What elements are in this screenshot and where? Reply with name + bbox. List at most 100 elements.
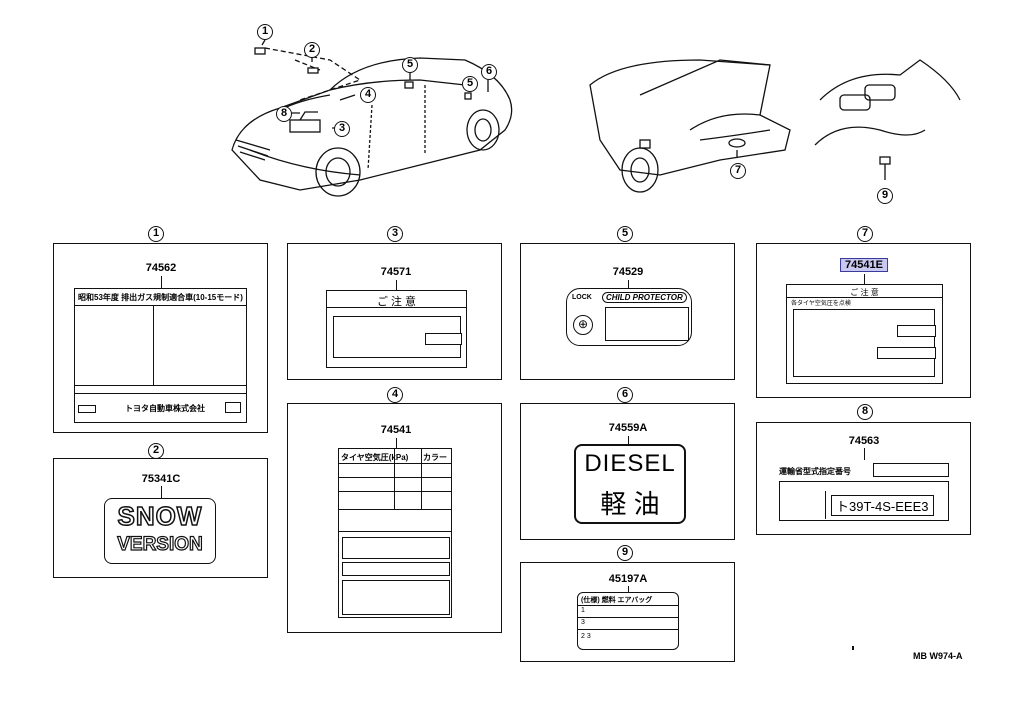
box-right [225,402,241,413]
text-block [793,309,935,377]
diesel-text: DIESEL [584,450,676,477]
text-block-notch [425,333,462,345]
child-protector-text: CHILD PROTECTOR [602,292,687,303]
text-block [605,307,689,341]
leader [864,448,865,460]
callout-5a-top: 5 [402,57,418,73]
diesel-label: DIESEL 軽 油 [574,444,686,524]
diagram-code: MB W974-A [913,651,963,661]
divider [75,305,246,306]
callout-6: 6 [617,387,633,403]
leader [864,274,865,284]
callout-5: 5 [617,226,633,242]
divider [578,605,678,606]
wheel-icon: ⊕ [573,315,593,335]
part-number-74541[interactable]: 74541 [380,424,412,436]
callout-8-top: 8 [276,106,292,122]
divider [339,491,451,492]
part-number-74529[interactable]: 74529 [612,266,644,278]
child-protector-label: LOCK CHILD PROTECTOR ⊕ [566,288,692,346]
snow-text: SNOW [117,500,203,532]
leader [628,280,629,288]
panel-5: 74529 LOCK CHILD PROTECTOR ⊕ [520,243,735,380]
panel-1: 74562 昭和53年度 排出ガス規制適合車(10-15モード) トヨタ自動車株… [53,243,268,433]
plate-outline [779,481,949,521]
part-number-74563[interactable]: 74563 [848,435,880,447]
tire-pressure-header: タイヤ空気圧(kPa) [341,453,409,462]
callout-7: 7 [857,226,873,242]
callout-9-top: 9 [877,188,893,204]
callout-8: 8 [857,404,873,420]
leader [396,280,397,290]
leader [161,276,162,288]
divider [153,305,154,385]
tire-caution-subheader: 各タイヤ空気圧を点検 [791,301,851,307]
row-box [342,562,450,576]
caution-label: ご 注 意 [326,290,467,368]
lock-text: LOCK [572,294,592,301]
divider [578,617,678,618]
light-oil-text: 軽 油 [600,489,660,519]
callout-1: 1 [148,226,164,242]
leader [161,486,162,498]
tire-caution-label: ご 注 意 各タイヤ空気圧を点検 [786,284,943,384]
stray-mark [852,646,854,650]
color-header: カラー [423,453,447,462]
leader [396,438,397,448]
divider [339,477,451,478]
divider [75,385,246,386]
part-number-74541E[interactable]: 74541E [840,258,888,272]
version-text: VERSION [117,533,204,555]
model-code: ト39T-4S-EEE3 [831,495,934,516]
emission-label-header: 昭和53年度 排出ガス規制適合車(10-15モード) [78,293,243,302]
tire-caution-header: ご 注 意 [850,288,879,297]
callout-7-top: 7 [730,163,746,179]
part-number-45197A[interactable]: 45197A [608,573,648,585]
panel-3: 74571 ご 注 意 [287,243,502,380]
callout-6-top: 6 [481,64,497,80]
caution-header: ご 注 意 [376,296,417,308]
plate-divider [779,491,826,519]
callout-3: 3 [387,226,403,242]
box-left [78,405,96,413]
divider [787,297,942,298]
spec-label: (仕様) 燃料 エアバッグ 1 3 2 3 [577,592,679,650]
type-designation-label: 運輸省型式指定番号 [779,467,851,476]
row-box [342,580,450,615]
divider [421,449,422,509]
spec-row-2: 3 [581,619,585,626]
part-number-74571[interactable]: 74571 [380,266,412,278]
leader [628,436,629,444]
type-number-box [873,463,949,477]
divider [339,531,451,532]
text-block-notch [897,325,936,337]
panel-8: 74563 運輸省型式指定番号 ト39T-4S-EEE3 [756,422,971,535]
panel-4: 74541 タイヤ空気圧(kPa) カラー [287,403,502,633]
callout-5b-top: 5 [462,76,478,92]
emission-label: 昭和53年度 排出ガス規制適合車(10-15モード) トヨタ自動車株式会社 [74,288,247,423]
leader [628,586,629,592]
panel-2: 75341C SNOW VERSION [53,458,268,578]
divider [327,307,466,308]
divider [339,463,451,464]
callout-4-top: 4 [360,87,376,103]
callout-2: 2 [148,443,164,459]
tire-pressure-label: タイヤ空気圧(kPa) カラー [338,448,452,618]
spec-row-3: 2 3 [581,633,591,640]
divider [394,449,395,509]
callout-2-top: 2 [304,42,320,58]
callout-9: 9 [617,545,633,561]
part-number-74562[interactable]: 74562 [145,262,177,274]
row-box [342,537,450,559]
divider [578,629,678,630]
part-number-74559A[interactable]: 74559A [608,422,648,434]
callout-4: 4 [387,387,403,403]
spec-header: (仕様) 燃料 エアバッグ [581,597,653,604]
spec-row-1: 1 [581,607,585,614]
car-front-view-illustration [231,39,961,197]
text-block-notch [877,347,936,359]
part-number-75341C[interactable]: 75341C [141,473,181,485]
panel-9: 45197A (仕様) 燃料 エアバッグ 1 3 2 3 [520,562,735,662]
divider [75,393,246,394]
snow-version-label: SNOW VERSION [104,498,216,564]
